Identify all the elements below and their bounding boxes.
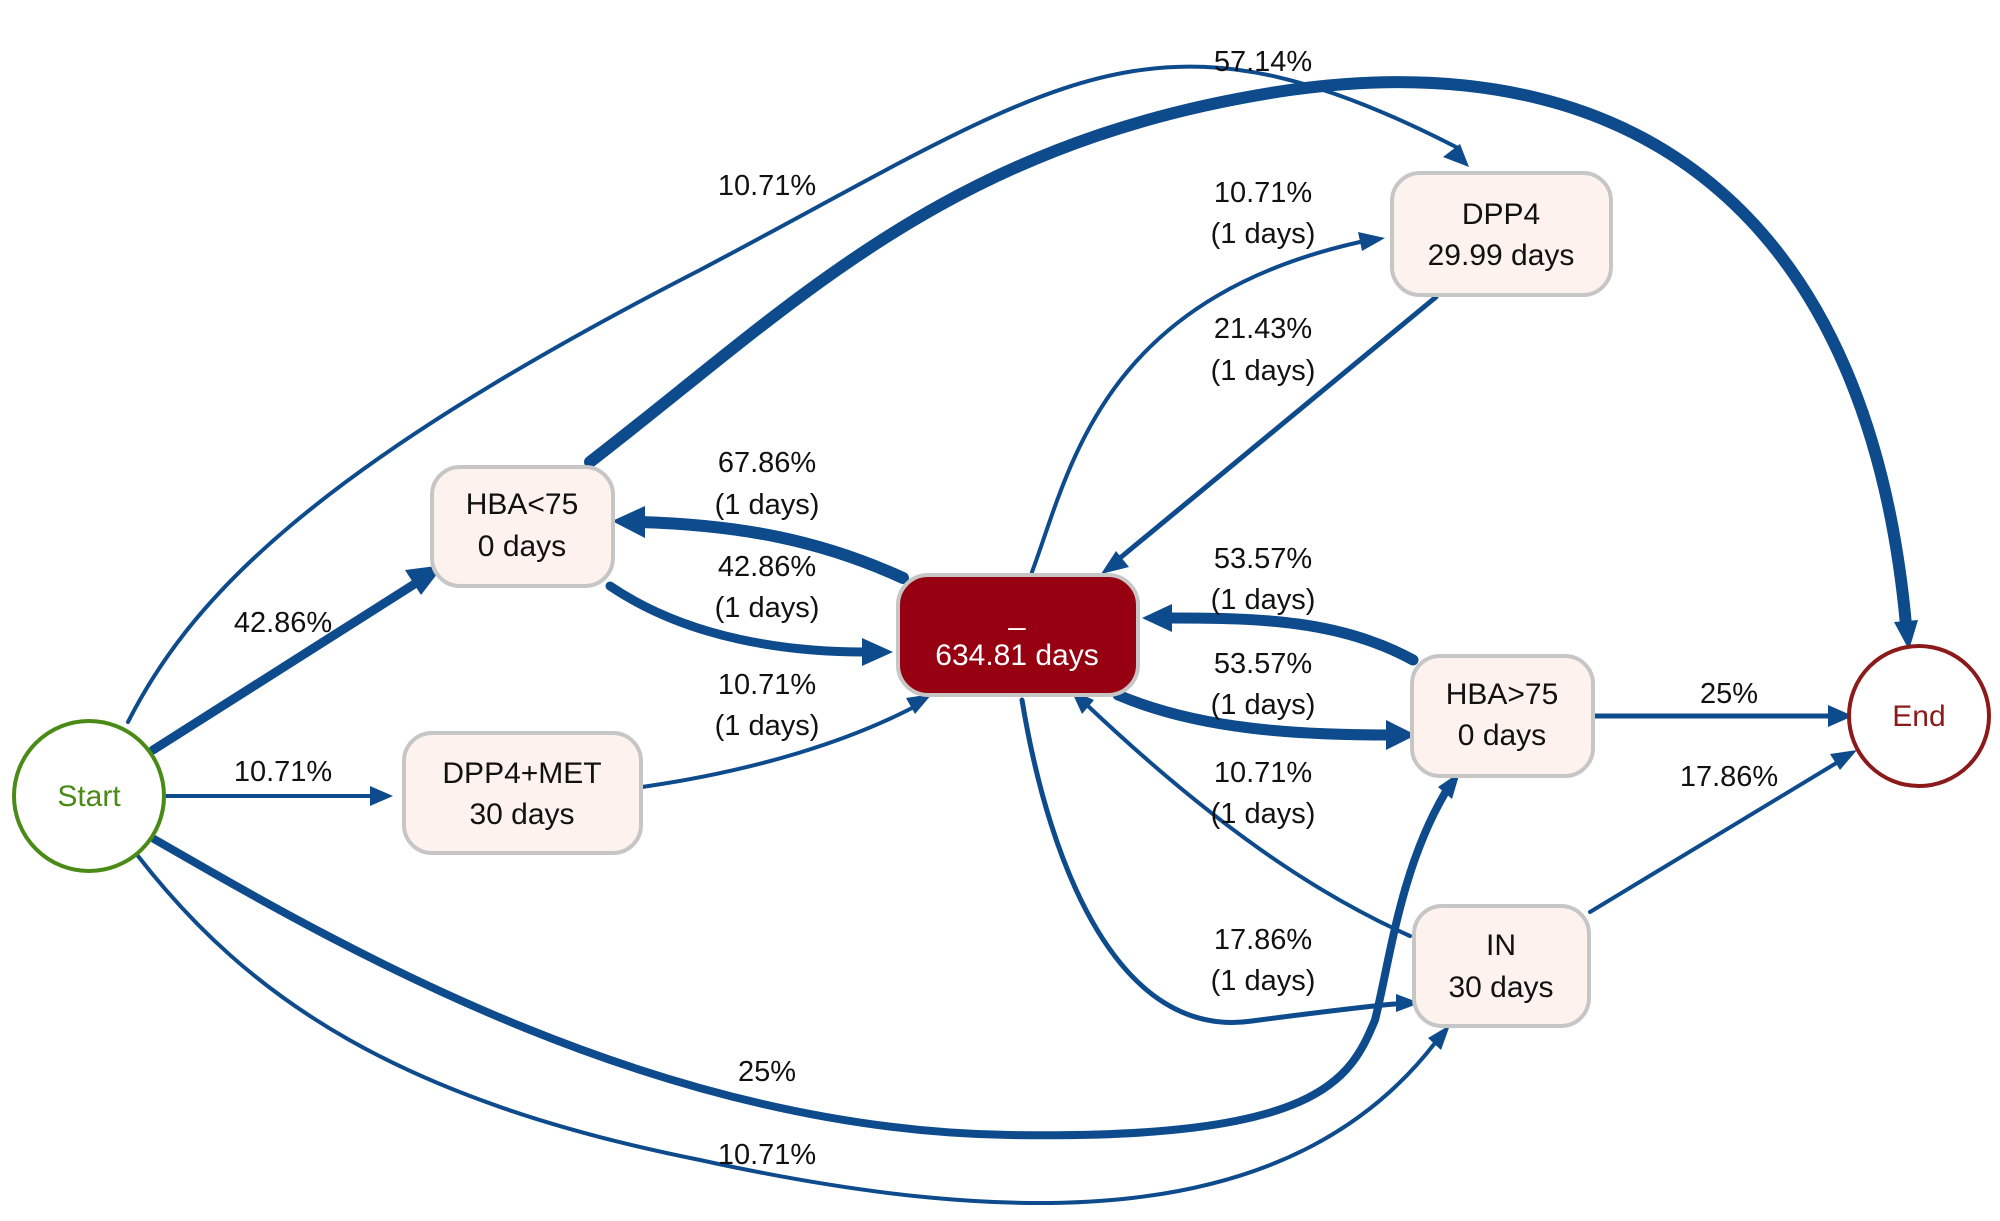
- edge-hub-to-in: [1019, 697, 1398, 1025]
- arrowhead-start-to-dpp4: [1443, 144, 1469, 167]
- edge-dpp4-to-hub: [1117, 294, 1439, 561]
- label-start-to-hba-gt-75: 25%: [738, 1056, 796, 1088]
- node-hba-lt-75[interactable]: HBA<75 0 days: [430, 465, 615, 588]
- label-hub-to-hba-lt-75: 67.86%: [718, 447, 816, 479]
- label-hba-gt-75-to-hub-sub: (1 days): [1211, 584, 1316, 616]
- edge-in-to-end: [1588, 760, 1840, 914]
- label-hub-to-dpp4-sub: (1 days): [1211, 218, 1316, 250]
- label-hub-to-in: 17.86%: [1214, 924, 1312, 956]
- node-hba-gt-75[interactable]: HBA>75 0 days: [1410, 654, 1595, 778]
- label-dpp4-met-to-hub: 10.71%: [718, 669, 816, 701]
- arrowhead-start-to-dpp4-met: [370, 786, 393, 806]
- node-hba-lt-75-name: HBA<75: [466, 488, 579, 521]
- node-end-label: End: [1892, 700, 1945, 733]
- label-dpp4-met-to-hub-sub: (1 days): [715, 710, 820, 742]
- label-in-to-hub: 10.71%: [1214, 757, 1312, 789]
- node-hba-gt-75-name: HBA>75: [1446, 678, 1559, 711]
- label-start-to-dpp4: 10.71%: [718, 170, 816, 202]
- edge-dpp4-met-to-hub: [640, 706, 914, 789]
- node-start[interactable]: Start: [12, 719, 166, 873]
- arrowhead-dpp4-to-hub: [1101, 551, 1129, 574]
- label-in-to-end: 17.86%: [1680, 761, 1778, 793]
- label-hub-to-dpp4: 10.71%: [1214, 177, 1312, 209]
- edge-hba-lt-75-to-hub: [605, 581, 870, 657]
- node-hba-lt-75-duration: 0 days: [478, 530, 566, 563]
- node-dpp4-met-duration: 30 days: [469, 798, 574, 831]
- arrowhead-hub-to-dpp4: [1358, 232, 1385, 251]
- edge-hub-to-dpp4: [1030, 240, 1362, 574]
- label-start-to-dpp4-met: 10.71%: [234, 756, 332, 788]
- edge-hba-gt-75-to-hub: [1164, 612, 1419, 666]
- label-hba-lt-75-to-end: 57.14%: [1214, 46, 1312, 78]
- label-hba-lt-75-to-hub-sub: (1 days): [715, 592, 820, 624]
- node-start-label: Start: [57, 780, 121, 813]
- label-hba-gt-75-to-hub: 53.57%: [1214, 543, 1312, 575]
- arrowhead-hub-to-hba-lt-75: [612, 506, 645, 538]
- label-hba-gt-75-to-end: 25%: [1700, 678, 1758, 710]
- arrowhead-hba-gt-75-to-hub: [1142, 604, 1172, 632]
- arrowhead-dpp4-met-to-hub: [906, 694, 932, 714]
- node-dpp4-met-name: DPP4+MET: [442, 757, 601, 790]
- node-hba-gt-75-duration: 0 days: [1458, 719, 1546, 752]
- label-dpp4-to-hub: 21.43%: [1214, 313, 1312, 345]
- label-hub-to-in-sub: (1 days): [1211, 965, 1316, 997]
- label-hub-to-hba-gt-75: 53.57%: [1214, 648, 1312, 680]
- edge-start-to-hba-gt-75: [150, 789, 1449, 1140]
- edge-hba-lt-75-to-end: [584, 76, 1912, 631]
- node-hub-duration: 634.81 days: [935, 639, 1098, 672]
- arrowhead-hub-to-in: [1396, 994, 1420, 1012]
- label-in-to-hub-sub: (1 days): [1211, 798, 1316, 830]
- label-hub-to-hba-lt-75-sub: (1 days): [715, 489, 820, 521]
- arrowhead-start-to-in: [1428, 1025, 1450, 1050]
- arrowhead-in-to-end: [1830, 750, 1857, 770]
- label-start-to-in: 10.71%: [718, 1139, 816, 1171]
- node-in-name: IN: [1486, 929, 1516, 962]
- edge-hub-to-hba-gt-75: [1112, 689, 1396, 741]
- edge-hub-to-hba-lt-75: [634, 516, 909, 584]
- edge-start-to-hba-lt-75: [148, 573, 429, 755]
- label-start-to-hba-lt-75: 42.86%: [234, 607, 332, 639]
- label-hba-lt-75-to-hub: 42.86%: [718, 551, 816, 583]
- node-dpp4[interactable]: DPP4 29.99 days: [1390, 171, 1613, 297]
- arrowhead-hba-lt-75-to-end: [1894, 620, 1918, 650]
- arrowhead-hub-to-hba-gt-75: [1386, 720, 1416, 750]
- node-dpp4-duration: 29.99 days: [1428, 239, 1575, 272]
- arrowhead-hba-gt-75-to-end: [1828, 705, 1853, 727]
- edge-start-to-dpp4: [126, 64, 1458, 724]
- node-hub[interactable]: _ 634.81 days: [896, 573, 1140, 697]
- edge-in-to-hub: [1086, 704, 1412, 938]
- node-dpp4-name: DPP4: [1462, 198, 1540, 231]
- node-dpp4-met[interactable]: DPP4+MET 30 days: [402, 731, 643, 855]
- arrowhead-hba-lt-75-to-hub: [862, 638, 893, 666]
- node-in-duration: 30 days: [1448, 971, 1553, 1004]
- node-in[interactable]: IN 30 days: [1412, 904, 1591, 1028]
- arrowhead-start-to-hba-gt-75: [1438, 772, 1460, 799]
- node-end[interactable]: End: [1847, 644, 1991, 788]
- label-dpp4-to-hub-sub: (1 days): [1211, 355, 1316, 387]
- label-hub-to-hba-gt-75-sub: (1 days): [1211, 689, 1316, 721]
- edge-start-to-in: [136, 854, 1437, 1206]
- node-hub-name: _: [1008, 598, 1027, 631]
